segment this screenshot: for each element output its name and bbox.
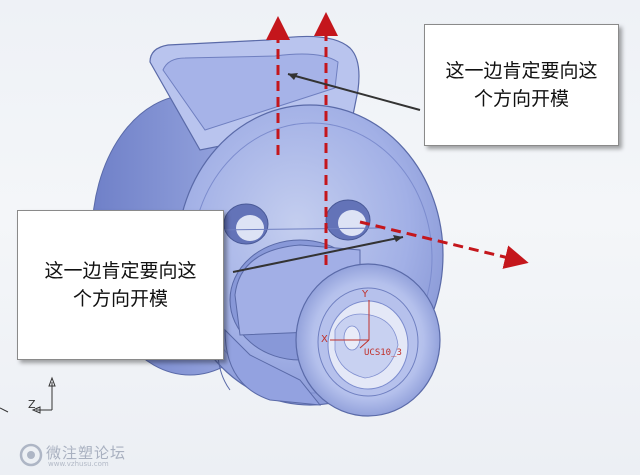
hole-left: [223, 203, 269, 245]
callout-leaders: [232, 73, 421, 273]
watermark-title: 微注塑论坛: [46, 444, 127, 462]
callout-text-line2: 个方向开模: [473, 88, 569, 110]
arrow-right: [359, 220, 529, 269]
ucs-x-label: X: [321, 334, 328, 345]
ucs-y-label: Y: [362, 289, 369, 300]
forum-logo-icon: [19, 443, 43, 467]
parting-line: [214, 227, 381, 231]
view-triad: [0, 376, 56, 414]
callout-text-line1: 这一边肯定要向这: [44, 260, 197, 282]
callout-bottom-left: 这一边肯定要向这 个方向开模: [17, 210, 224, 360]
leader-bottom-left: [232, 236, 404, 273]
leader-top-right: [287, 73, 421, 111]
hole-right: [325, 199, 371, 241]
triad-z-label: Z: [28, 398, 36, 411]
ucs-axes: [330, 300, 370, 349]
watermark-url: www.vzhusu.com: [48, 460, 109, 468]
callout-text-line1: 这一边肯定要向这: [445, 60, 598, 82]
callout-top-right: 这一边肯定要向这 个方向开模: [424, 24, 619, 146]
watermark: 微注塑论坛 www.vzhusu.com: [18, 440, 138, 470]
mold-direction-arrows: [266, 12, 529, 269]
ucs-name-label: UCS10_3: [364, 348, 402, 358]
callout-text-line2: 个方向开模: [72, 288, 168, 310]
